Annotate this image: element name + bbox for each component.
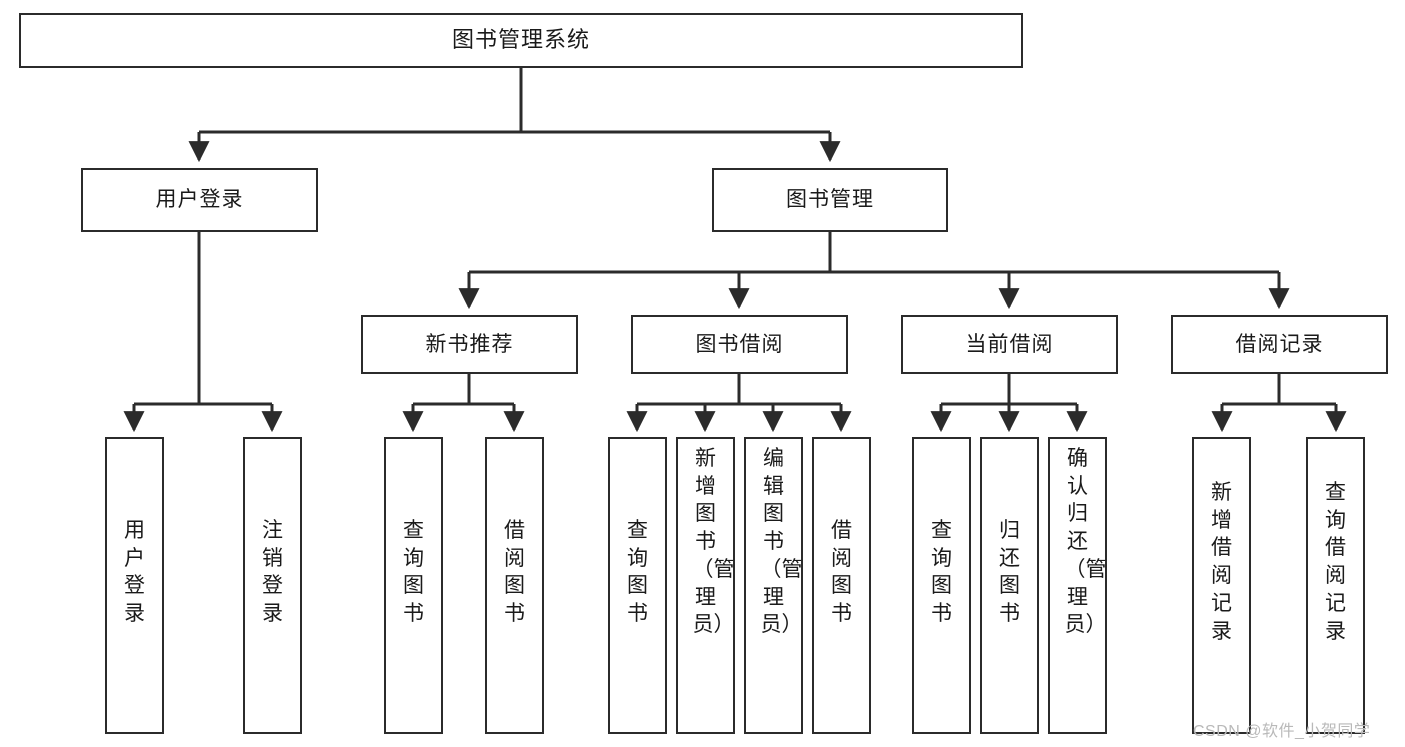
node-root-system[interactable]: 图书管理系统 xyxy=(19,13,1023,68)
node-current-borrow[interactable]: 当前借阅 xyxy=(901,315,1118,374)
node-borrow-record[interactable]: 借阅记录 xyxy=(1171,315,1388,374)
node-leaf-query-book-recommend[interactable]: 查询图书 xyxy=(384,437,443,734)
node-label: 编辑图书（管理员） xyxy=(760,447,803,637)
node-leaf-borrow-book[interactable]: 借阅图书 xyxy=(812,437,871,734)
node-label: 确认归还（管理员） xyxy=(1064,447,1107,637)
node-label: 查询图书 xyxy=(627,519,648,626)
node-label: 注销登录 xyxy=(262,519,283,626)
watermark-text: CSDN @软件_小贺同学 xyxy=(1193,723,1371,740)
node-leaf-confirm-return-admin[interactable]: 确认归还（管理员） xyxy=(1048,437,1107,734)
node-label: 新增借阅记录 xyxy=(1211,481,1232,643)
node-new-book-recommend[interactable]: 新书推荐 xyxy=(361,315,578,374)
node-leaf-add-book-admin[interactable]: 新增图书（管理员） xyxy=(676,437,735,734)
node-label: 查询图书 xyxy=(931,519,952,626)
node-label: 查询图书 xyxy=(403,519,424,626)
node-label: 查询借阅记录 xyxy=(1325,481,1346,643)
node-label: 用户登录 xyxy=(155,188,244,212)
node-leaf-edit-book-admin[interactable]: 编辑图书（管理员） xyxy=(744,437,803,734)
node-leaf-query-book-current[interactable]: 查询图书 xyxy=(912,437,971,734)
node-book-borrow[interactable]: 图书借阅 xyxy=(631,315,848,374)
node-label: 当前借阅 xyxy=(965,332,1054,356)
node-label: 借阅图书 xyxy=(504,519,525,626)
node-label: 图书借阅 xyxy=(695,332,784,356)
node-leaf-query-borrow-record[interactable]: 查询借阅记录 xyxy=(1306,437,1365,734)
node-label: 用户登录 xyxy=(124,519,145,626)
node-leaf-return-book[interactable]: 归还图书 xyxy=(980,437,1039,734)
node-leaf-add-borrow-record[interactable]: 新增借阅记录 xyxy=(1192,437,1251,734)
node-user-login[interactable]: 用户登录 xyxy=(81,168,318,232)
node-label: 新书推荐 xyxy=(425,332,514,356)
node-leaf-user-login[interactable]: 用户登录 xyxy=(105,437,164,734)
node-label: 借阅记录 xyxy=(1235,332,1324,356)
node-leaf-query-book-borrow[interactable]: 查询图书 xyxy=(608,437,667,734)
node-label: 图书管理系统 xyxy=(451,27,590,53)
node-leaf-borrow-book-recommend[interactable]: 借阅图书 xyxy=(485,437,544,734)
node-label: 归还图书 xyxy=(999,519,1020,626)
node-leaf-logout[interactable]: 注销登录 xyxy=(243,437,302,734)
node-label: 新增图书（管理员） xyxy=(692,447,735,637)
node-label: 图书管理 xyxy=(786,188,874,212)
node-book-management[interactable]: 图书管理 xyxy=(712,168,948,232)
node-label: 借阅图书 xyxy=(831,519,852,626)
